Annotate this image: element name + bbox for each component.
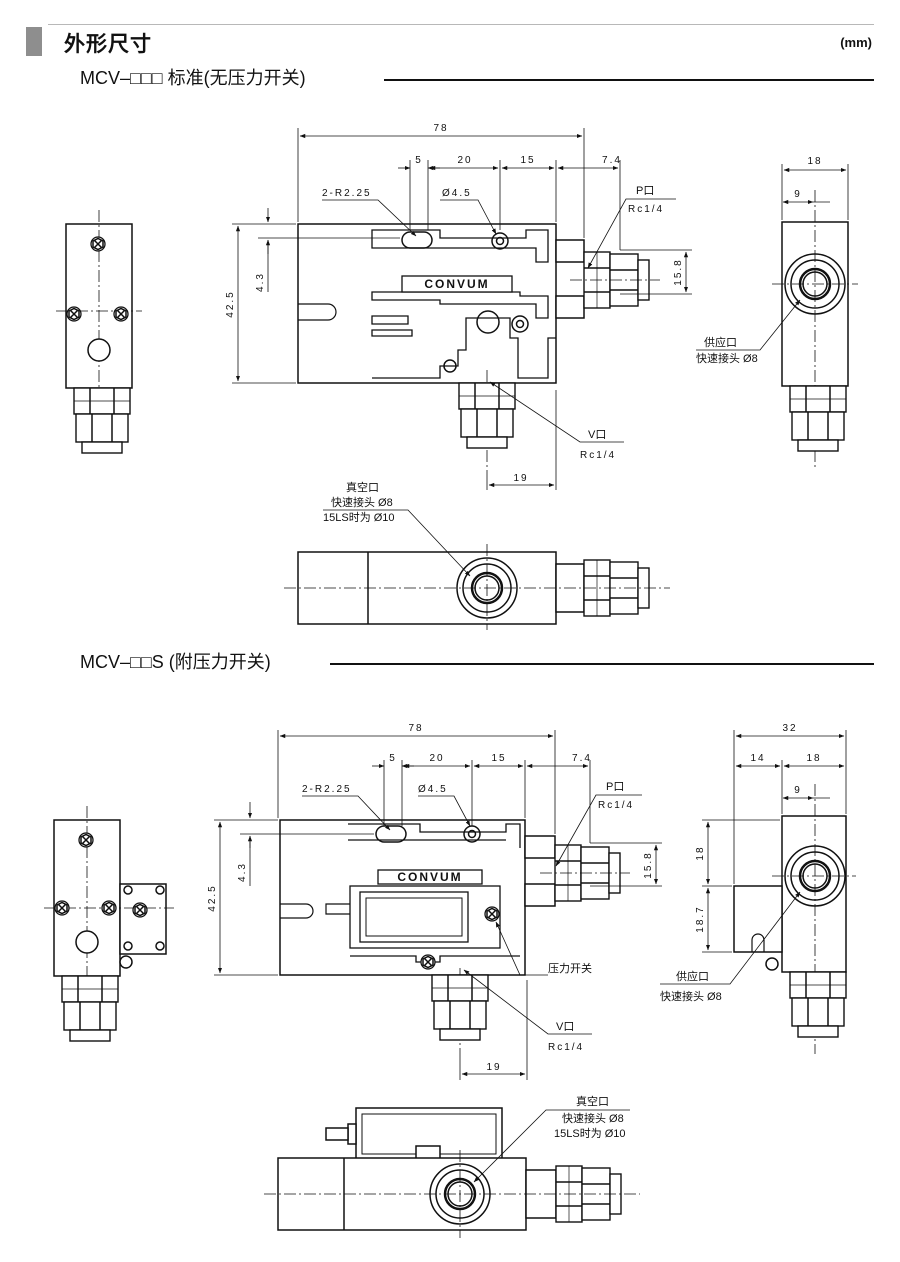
dim-standard-side-9: 9 [794,189,802,200]
dim-switch-78: 78 [408,723,423,734]
label-switch-v-port: V口 [556,1021,574,1033]
switch-side-view [733,784,856,1054]
label-standard-supply-fitting: 快速接头 Ø8 [696,352,758,365]
dim-switch-side-v18: 18 [695,845,706,860]
label-standard-vac-fitting: 快速接头 Ø8 [331,496,393,509]
label-switch-vac-fitting-15ls: 15LS时为 Ø10 [554,1127,626,1140]
standard-brand-logo: CONVUM [424,277,489,291]
section-standard-rule [384,79,874,81]
dim-switch-5: 5 [389,753,397,764]
dim-standard-15: 15 [520,155,535,166]
dim-standard-side-18: 18 [807,156,822,167]
label-standard-p-port: P口 [636,185,654,197]
standard-top-view: CONVUM [297,223,660,470]
standard-side-dimensions [696,164,849,351]
label-standard-p-thread: Rc1/4 [628,204,664,215]
switch-bottom-texts: 真空口 快速接头 Ø8 15LS时为 Ø10 [554,1094,626,1140]
page-title: 外形尺寸 [64,33,152,56]
dim-standard-4.3: 4.3 [255,272,266,292]
dim-standard-7.4: 7.4 [602,155,622,166]
dim-switch-15: 15 [491,753,506,764]
dim-standard-15.8: 15.8 [673,258,684,285]
unit-label: (mm) [840,35,872,50]
switch-brand-logo: CONVUM [397,870,462,884]
dim-switch-side-32: 32 [782,723,797,734]
dim-switch-side-v18.7: 18.7 [695,905,706,932]
label-switch-vac-fitting: 快速接头 Ø8 [562,1112,624,1125]
standard-top-dimensions [232,128,692,490]
dim-switch-20: 20 [429,753,444,764]
label-switch-supply-fitting: 快速接头 Ø8 [660,990,722,1003]
dim-switch-side-14: 14 [750,753,765,764]
standard-top-texts: 78 5 20 15 7.4 42.5 4.3 15.8 19 2-R2.25 … [225,123,684,484]
dim-standard-42.5: 42.5 [225,290,236,317]
dim-standard-78: 78 [433,123,448,134]
switch-front-view [44,806,174,1042]
dim-standard-5: 5 [415,155,423,166]
dim-standard-19: 19 [513,473,528,484]
label-standard-v-thread: Rc1/4 [580,450,616,461]
section-switch-rule [330,663,874,665]
label-switch-slot: 2-R2.25 [302,784,352,795]
label-switch-vac-port: 真空口 [576,1094,609,1108]
section-standard-title: MCV–□□□ 标准(无压力开关) [80,68,306,88]
label-switch-hole: Ø4.5 [418,784,448,795]
label-switch-pressure-switch: 压力开关 [548,961,592,975]
switch-top-texts: 78 5 20 15 7.4 42.5 4.3 15.8 19 2-R2.25 … [207,723,654,1073]
dim-switch-19: 19 [486,1062,501,1073]
switch-top-view: CONVUM [279,819,630,1060]
dim-standard-20: 20 [457,155,472,166]
switch-top-dimensions [214,730,662,1080]
dim-switch-side-9: 9 [794,785,802,796]
label-standard-slot: 2-R2.25 [322,188,372,199]
switch-side-texts: 32 14 18 9 18 18.7 供应口 快速接头 Ø8 [660,723,821,1003]
switch-side-dimensions [660,730,847,985]
dim-switch-side-18: 18 [806,753,821,764]
switch-bottom-view [264,1107,640,1238]
label-standard-hole: Ø4.5 [442,188,472,199]
label-switch-p-thread: Rc1/4 [598,800,634,811]
dim-switch-7.4: 7.4 [572,753,592,764]
standard-bottom-texts: 真空口 快速接头 Ø8 15LS时为 Ø10 [323,480,395,524]
section-switch-title: MCV–□□S (附压力开关) [80,652,271,672]
label-standard-supply-port: 供应口 [704,335,737,349]
dim-switch-15.8: 15.8 [643,851,654,878]
label-switch-p-port: P口 [606,781,624,793]
dim-switch-42.5: 42.5 [207,884,218,911]
label-standard-v-port: V口 [588,429,606,441]
label-standard-vac-fitting-15ls: 15LS时为 Ø10 [323,511,395,524]
standard-side-view [772,190,858,470]
standard-bottom-view [284,509,670,630]
top-divider [48,24,874,25]
label-standard-vac-port: 真空口 [346,480,379,494]
heading-marker [26,27,42,56]
standard-front-view [56,210,142,454]
dim-switch-4.3: 4.3 [237,862,248,882]
label-switch-v-thread: Rc1/4 [548,1042,584,1053]
label-switch-supply-port: 供应口 [676,969,709,983]
standard-side-texts: 18 9 供应口 快速接头 Ø8 [696,156,822,365]
